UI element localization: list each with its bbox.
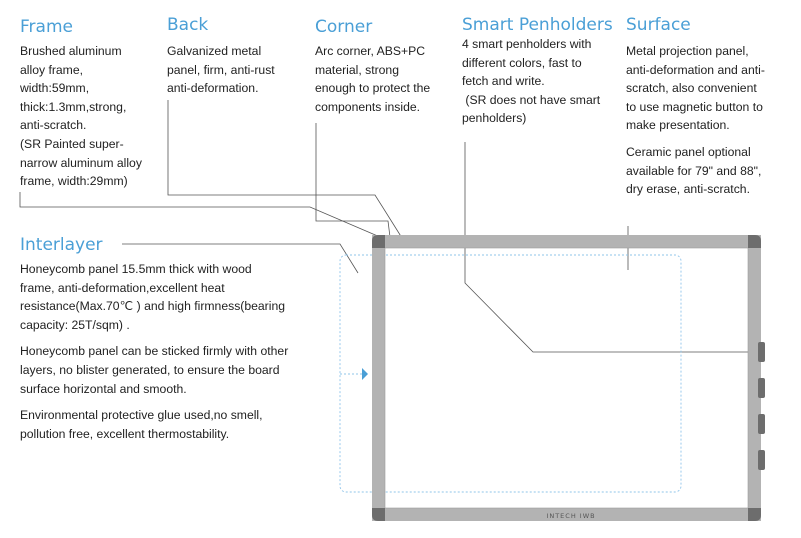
- penholder-3: [758, 414, 765, 434]
- interlayer-line: pollution free, excellent thermostabilit…: [20, 426, 230, 441]
- interlayer-heading: Interlayer: [20, 235, 103, 255]
- interlayer-description: Honeycomb panel 15.5mm thick with wood f…: [20, 260, 350, 451]
- surface-line: Metal projection panel,: [626, 44, 749, 58]
- surface-paragraph: Metal projection panel, anti-deformation…: [626, 42, 796, 135]
- penholders-line: different colors, fast to: [462, 55, 582, 70]
- back-leader-line: [167, 100, 403, 239]
- interlayer-line: Environmental protective glue used,no sm…: [20, 408, 263, 423]
- corner-bottom-right: [748, 508, 761, 521]
- leader-lines: [19, 100, 758, 353]
- frame-line: (SR Painted super-: [20, 136, 124, 151]
- back-line: Galvanized metal: [167, 44, 262, 58]
- corner-heading: Corner: [315, 17, 373, 37]
- frame-line: alloy frame,: [20, 62, 83, 77]
- surface-line: scratch, also convenient: [626, 81, 757, 96]
- surface-line: to use magnetic button to: [626, 99, 763, 114]
- smart-penholders: [758, 342, 765, 470]
- frame-bottom-bar: [372, 508, 761, 521]
- board-frame: [372, 235, 761, 521]
- corner-line: enough to protect the: [315, 81, 431, 96]
- back-heading: Back: [167, 15, 209, 35]
- corner-line: components inside.: [315, 99, 421, 114]
- corner-bottom-left: [372, 508, 385, 521]
- interlayer-outline: [339, 254, 682, 493]
- frame-leader-line: [19, 192, 381, 238]
- frame-inner-edge: [384, 247, 749, 509]
- interlayer-line: surface horizontal and smooth.: [20, 381, 187, 396]
- penholders-line: fetch and write.: [462, 74, 545, 89]
- frame-line: narrow aluminum alloy: [20, 155, 142, 170]
- penholder-2: [758, 378, 765, 398]
- penholders-line: (SR does not have smart: [462, 92, 601, 107]
- frame-description: Brushed aluminum alloy frame, width:59mm…: [20, 42, 170, 191]
- frame-line: width:59mm,: [20, 81, 90, 96]
- interlayer-line: Honeycomb panel 15.5mm thick with wood: [20, 262, 252, 276]
- interlayer-line: capacity: 25T/sqm) .: [20, 317, 130, 332]
- interlayer-line: Honeycomb panel can be sticked firmly wi…: [20, 344, 289, 359]
- penholders-line: 4 smart penholders with: [462, 37, 592, 51]
- interlayer-arrow-icon: [362, 368, 368, 380]
- interlayer-line: resistance(Max.70℃ ) and high firmness(b…: [20, 299, 286, 314]
- corner-top-right: [748, 235, 761, 248]
- back-description: Galvanized metal panel, firm, anti-rust …: [167, 42, 307, 98]
- interlayer-line: layers, no blister generated, to ensure …: [20, 362, 280, 377]
- brand-logo: INTECH IWB: [546, 512, 595, 520]
- frame-left-bar: [372, 235, 385, 521]
- corner-leader-line: [315, 123, 391, 238]
- interlayer-paragraph: Honeycomb panel can be sticked firmly wi…: [20, 342, 350, 398]
- surface-line: anti-deformation and anti-: [626, 62, 765, 77]
- interlayer-paragraph: Environmental protective glue used,no sm…: [20, 406, 350, 443]
- corner-line: Arc corner, ABS+PC: [315, 44, 426, 58]
- frame-line: anti-scratch.: [20, 118, 87, 133]
- corner-description: Arc corner, ABS+PC material, strong enou…: [315, 42, 455, 116]
- penholders-heading: Smart Penholders: [462, 15, 613, 35]
- back-line: anti-deformation.: [167, 81, 259, 96]
- penholders-description: 4 smart penholders with different colors…: [462, 35, 622, 128]
- frame-heading: Frame: [20, 17, 73, 37]
- frame-line: Brushed aluminum: [20, 44, 122, 58]
- frame-line: frame, width:29mm): [20, 174, 128, 189]
- interlayer-line: frame, anti-deformation,excellent heat: [20, 280, 225, 295]
- frame-right-bar: [748, 235, 761, 521]
- surface-line: make presentation.: [626, 118, 730, 133]
- penholder-4: [758, 450, 765, 470]
- surface-heading: Surface: [626, 15, 691, 35]
- penholders-line: penholders): [462, 111, 527, 126]
- surface-line: available for 79" and 88",: [626, 163, 762, 178]
- penholder-1: [758, 342, 765, 362]
- surface-paragraph: Ceramic panel optional available for 79"…: [626, 143, 796, 199]
- surface-line: dry erase, anti-scratch.: [626, 182, 750, 197]
- corner-top-left: [372, 235, 385, 248]
- interlayer-leader-line: [122, 243, 359, 274]
- surface-line: Ceramic panel optional: [626, 144, 751, 159]
- frame-top-bar: [372, 235, 761, 248]
- back-line: panel, firm, anti-rust: [167, 62, 275, 77]
- corner-line: material, strong: [315, 62, 399, 77]
- interlayer-paragraph: Honeycomb panel 15.5mm thick with wood f…: [20, 260, 350, 334]
- frame-line: thick:1.3mm,strong,: [20, 99, 127, 114]
- surface-description: Metal projection panel, anti-deformation…: [626, 42, 796, 207]
- penholders-leader-line: [464, 142, 758, 353]
